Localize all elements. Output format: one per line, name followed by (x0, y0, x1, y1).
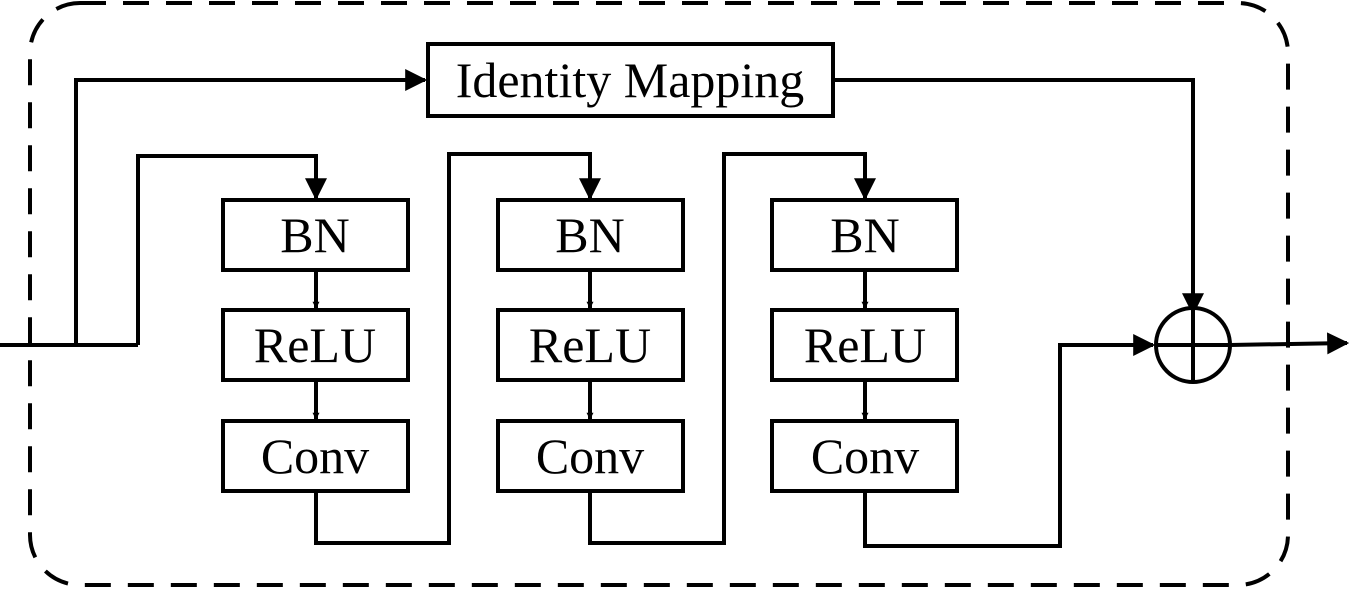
bn-label: BN (280, 207, 349, 263)
block2-to-block3-line (588, 152, 876, 545)
identity-output-line (833, 78, 1204, 316)
block1-to-block2-line (314, 152, 601, 545)
output-arrow (1229, 332, 1350, 355)
conv-label: Conv (536, 428, 644, 484)
input-to-block1-line (136, 154, 327, 345)
relu-node: ReLU (770, 308, 959, 382)
addition-node (1154, 306, 1232, 384)
bn-node: BN (496, 198, 685, 272)
bn-node: BN (221, 198, 410, 272)
residual-block-boundary (28, 1, 1290, 587)
identity-mapping-label: Identity Mapping (456, 52, 805, 108)
relu-label: ReLU (804, 317, 926, 373)
identity-mapping-node: Identity Mapping (426, 42, 835, 118)
relu-node: ReLU (221, 308, 410, 382)
conv-block-3: BN ReLU Conv (770, 198, 959, 493)
conv-label: Conv (261, 428, 369, 484)
conv-node: Conv (221, 419, 410, 493)
conv-block-1: BN ReLU Conv (221, 198, 410, 493)
bn-label: BN (830, 207, 899, 263)
conv-label: Conv (811, 428, 919, 484)
relu-label: ReLU (254, 317, 376, 373)
relu-node: ReLU (496, 308, 685, 382)
conv-node: Conv (496, 419, 685, 493)
skip-connection-line (74, 69, 428, 345)
bn-label: BN (555, 207, 624, 263)
conv-block-2: BN ReLU Conv (496, 198, 685, 493)
conv-node: Conv (770, 419, 959, 493)
block3-to-sum-line (863, 334, 1156, 548)
bn-node: BN (770, 198, 959, 272)
relu-label: ReLU (529, 317, 651, 373)
